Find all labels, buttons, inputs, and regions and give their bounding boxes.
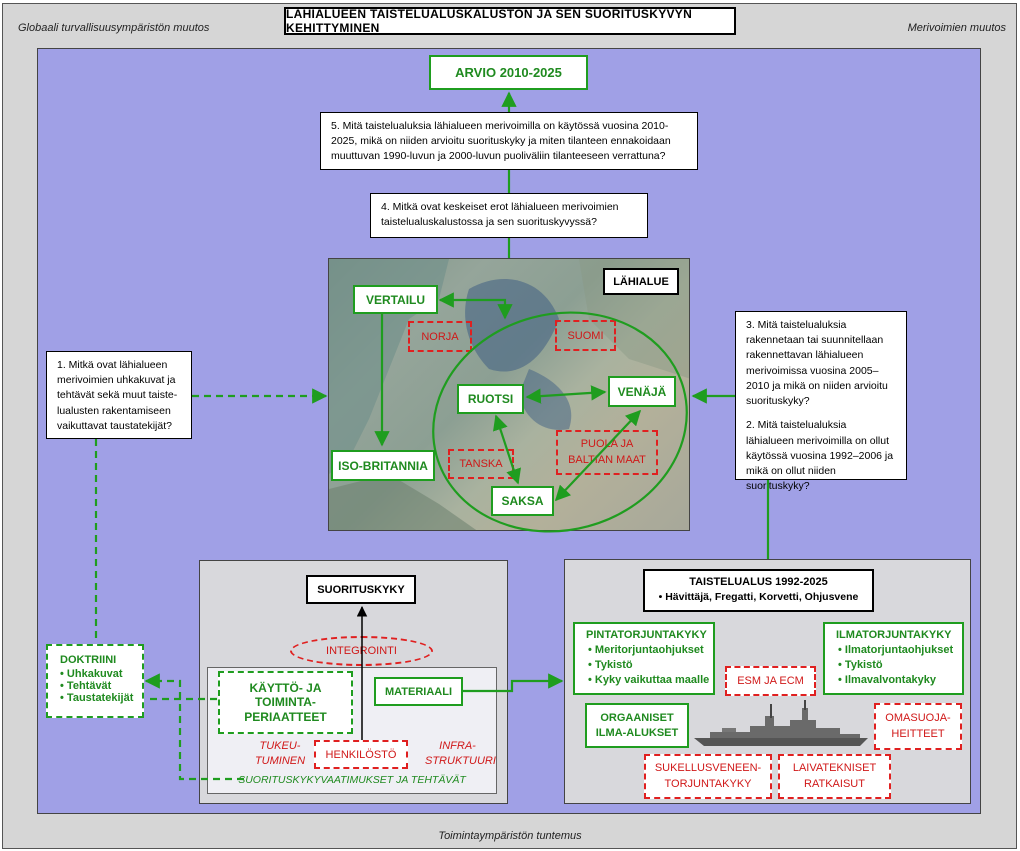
warship-icon — [694, 700, 868, 746]
pintatorjunta-item: Tykistö — [588, 658, 713, 673]
taistelualus-box: TAISTELUALUS 1992-2025 • Hävittäjä, Freg… — [643, 569, 874, 612]
question-4-box: 4. Mitkä ovat keskeiset erot lähialueen … — [370, 193, 648, 238]
kaytto-toiminta-box: KÄYTTÖ- JA TOIMINTA-PERIAATTEET — [218, 671, 353, 734]
pintatorjunta-item: Meritorjuntaohjukset — [588, 643, 713, 658]
page-title: LÄHIALUEEN TAISTELUALUSKALUSTON JA SEN S… — [284, 7, 736, 35]
suorituskyky-box: SUORITUSKYKY — [306, 575, 416, 604]
norja-box: NORJA — [408, 321, 472, 352]
doktriini-item: Uhkakuvat — [60, 668, 142, 680]
venaja-box: VENÄJÄ — [608, 376, 676, 407]
laivatekniset-box: LAIVATEKNISET RATKAISUT — [778, 754, 891, 799]
pintatorjunta-box: PINTATORJUNTAKYKY Meritorjuntaohjukset T… — [573, 622, 715, 695]
ilmatorjunta-item: Tykistö — [838, 658, 962, 673]
doktriini-box: DOKTRIINI Uhkakuvat Tehtävät Taustatekij… — [46, 644, 144, 718]
esm-ecm-box: ESM JA ECM — [725, 666, 816, 696]
pintatorjunta-title: PINTATORJUNTAKYKY — [586, 629, 707, 641]
ilmatorjunta-box: ILMATORJUNTAKYKY Ilmatorjuntaohjukset Ty… — [823, 622, 964, 695]
materiaali-box: MATERIAALI — [374, 677, 463, 706]
question-2-text: 2. Mitä taistelualuksia lähialueen meriv… — [746, 419, 894, 493]
taistelualus-subtitle: • Hävittäjä, Fregatti, Korvetti, Ohjusve… — [658, 591, 859, 603]
ruotsi-box: RUOTSI — [457, 384, 524, 414]
arvio-box: ARVIO 2010-2025 — [429, 55, 588, 90]
sukellus-box: SUKELLUSVENEEN-TORJUNTAKYKY — [644, 754, 772, 799]
omasuoja-box: OMASUOJA-HEITTEET — [874, 703, 962, 750]
tukeutuminen-label: TUKEU-TUMINEN — [254, 740, 306, 768]
lahialue-label: LÄHIALUE — [603, 268, 679, 295]
corner-label-bottom: Toimintaympäristön tuntemus — [438, 830, 582, 842]
suomi-box: SUOMI — [555, 320, 616, 351]
orgaaniset-box: ORGAANISET ILMA-ALUKSET — [585, 703, 689, 748]
vertailu-box: VERTAILU — [353, 285, 438, 314]
vaatimukset-label: SUORITUSKYKYVAATIMUKSET JA TEHTÄVÄT — [238, 774, 466, 786]
infrastruktuuri-label: INFRA-STRUKTUURI — [425, 740, 496, 768]
taistelualus-title: TAISTELUALUS 1992-2025 — [689, 576, 828, 588]
ilmatorjunta-item: Ilmatorjuntaohjukset — [838, 643, 962, 658]
doktriini-title: DOKTRIINI — [60, 654, 117, 666]
doktriini-item: Tehtävät — [60, 680, 142, 692]
ilmatorjunta-item: Ilmavalvontakyky — [838, 673, 962, 688]
question-1-box: 1. Mitkä ovat lähialueen merivoimien uhk… — [46, 351, 192, 439]
doktriini-item: Taustatekijät — [60, 692, 142, 704]
question-3-2-box: 3. Mitä taistelualuksia rakennetaan tai … — [735, 311, 907, 492]
question-5-box: 5. Mitä taistelualuksia lähialueen meriv… — [320, 112, 698, 170]
iso-britannia-box: ISO-BRITANNIA — [331, 450, 435, 481]
pintatorjunta-item: Kyky vaikuttaa maalle — [588, 673, 713, 688]
corner-label-top-right: Merivoimien muutos — [907, 22, 1006, 34]
ilmatorjunta-title: ILMATORJUNTAKYKY — [836, 629, 952, 641]
question-3-text: 3. Mitä taistelualuksia rakennetaan tai … — [746, 319, 888, 408]
henkilosto-box: HENKILÖSTÖ — [314, 740, 408, 769]
corner-label-top-left: Globaali turvallisuusympäristön muutos — [18, 22, 210, 34]
saksa-box: SAKSA — [491, 486, 554, 516]
